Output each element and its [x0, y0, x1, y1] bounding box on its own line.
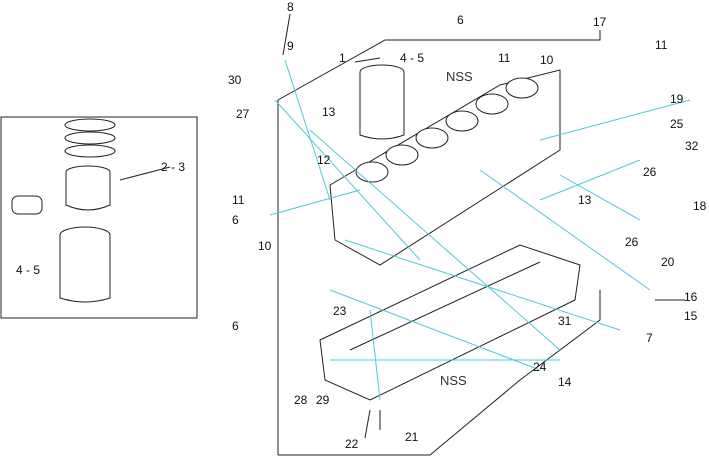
callout-label: 13 [578, 193, 592, 207]
callout-label: 6 [457, 13, 464, 27]
cylinder-liner-icon [59, 226, 111, 303]
callout-label: 6 [232, 319, 239, 333]
callout-label: 11 [232, 193, 245, 207]
callout-label: 6 [232, 213, 239, 227]
callout-label: 12 [317, 153, 331, 167]
cylinder-block-icon [329, 69, 561, 266]
callout-label: 10 [258, 239, 272, 253]
callout-label: 22 [345, 437, 359, 451]
callout-label: 13 [322, 105, 336, 119]
callout-label: 10 [540, 53, 554, 67]
callout-label: 8 [287, 0, 294, 14]
callout-label: 25 [670, 117, 684, 131]
callout-label: 18 [693, 199, 707, 213]
piston-icon [11, 165, 111, 215]
assembly-outline [277, 30, 601, 455]
callout-label: 20 [661, 255, 675, 269]
callout-label: 11 [498, 51, 511, 65]
callout-label: 9 [287, 39, 294, 53]
callout-label: 23 [333, 304, 347, 318]
callout-label: 30 [228, 73, 242, 87]
callout-label: 29 [316, 393, 330, 407]
callout-label: 21 [405, 430, 419, 444]
piston-inset-box [0, 116, 198, 319]
nss-label: NSS [440, 373, 467, 388]
callout-lines [119, 13, 685, 439]
callout-label: 4 - 5 [16, 263, 41, 277]
callout-label: 15 [684, 309, 698, 323]
leader-lines [269, 59, 691, 401]
callout-label: 32 [685, 139, 699, 153]
callout-label: 14 [558, 375, 572, 389]
callout-label: 24 [533, 360, 547, 374]
callout-label: 28 [294, 393, 308, 407]
callout-label: 27 [236, 107, 250, 121]
cylinder-liner-top-icon [359, 64, 405, 140]
callout-label: 26 [625, 235, 639, 249]
crankcase-icon [319, 244, 581, 401]
callout-label: 7 [646, 331, 653, 345]
callout-label: 17 [593, 15, 607, 29]
callout-label: 2 - 3 [161, 160, 186, 174]
callout-label: 16 [684, 290, 698, 304]
callout-label: 1 [339, 51, 346, 65]
callout-label: 19 [670, 92, 684, 106]
callout-label: 4 - 5 [400, 51, 425, 65]
nss-label: NSS [446, 69, 473, 84]
callout-label: 26 [643, 165, 657, 179]
assembly-outline-right [278, 290, 601, 456]
piston-rings-icon [64, 118, 116, 158]
callout-label: 11 [655, 38, 668, 52]
callout-label: 31 [558, 314, 572, 328]
